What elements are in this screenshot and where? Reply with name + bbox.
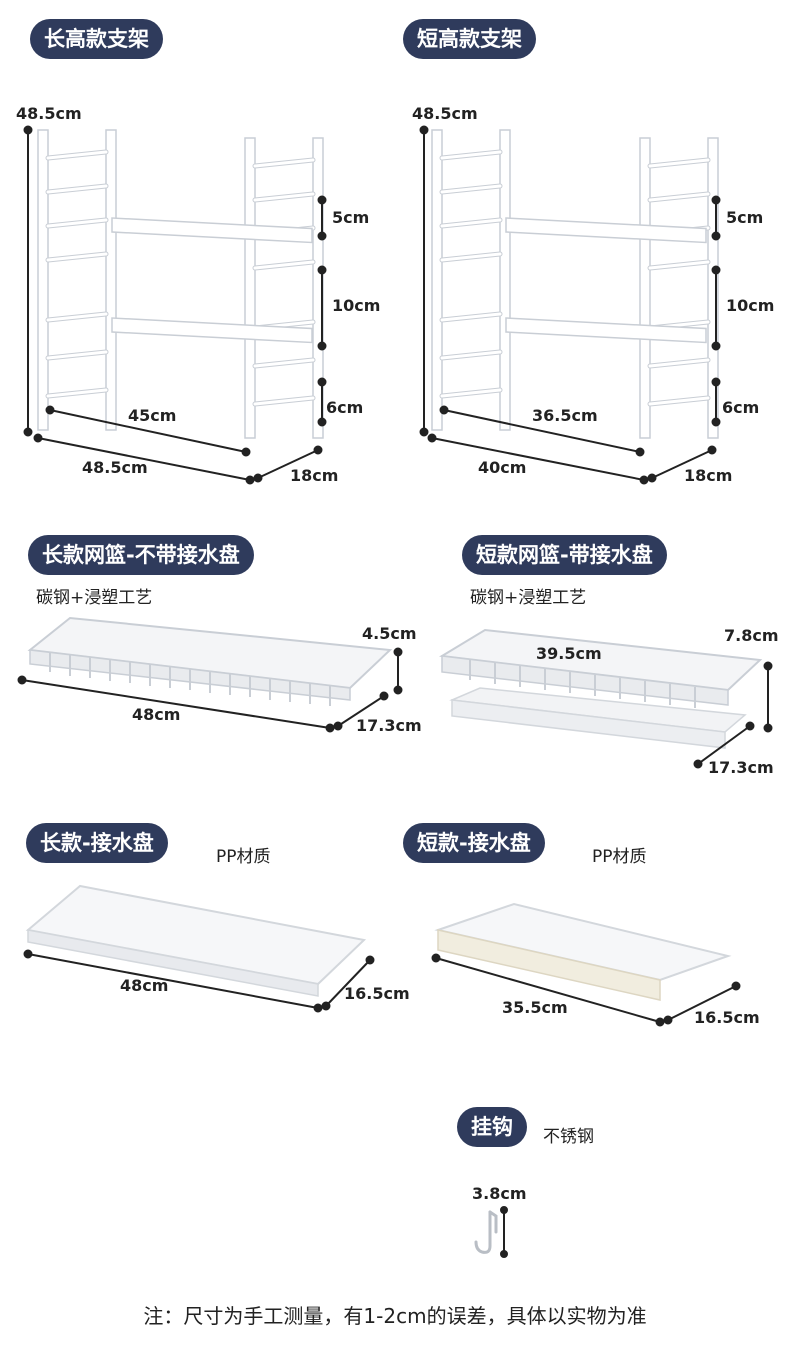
long-tray-title: 长款-接水盘 (26, 823, 168, 863)
long-tray-material: PP材质 (216, 847, 271, 867)
long-stand-illustration (23, 125, 327, 485)
short-stand-gap-top: 5cm (726, 208, 764, 227)
long-basket-depth: 17.3cm (356, 716, 422, 735)
long-basket-title: 长款网篮-不带接水盘 (28, 535, 254, 575)
hook-height: 3.8cm (472, 1184, 527, 1203)
short-basket-title: 短款网篮-带接水盘 (462, 535, 667, 575)
short-tray-length: 35.5cm (502, 998, 568, 1017)
short-basket-material: 碳钢+浸塑工艺 (470, 588, 587, 608)
long-stand-title: 长高款支架 (30, 19, 163, 59)
long-stand-gap-top: 5cm (332, 208, 370, 227)
footer-note: 注：尺寸为手工测量，有1-2cm的误差，具体以实物为准 (143, 1304, 647, 1328)
long-stand-outer-width: 48.5cm (82, 458, 148, 477)
short-basket-length: 39.5cm (536, 644, 602, 663)
short-tray-material: PP材质 (592, 847, 647, 867)
long-basket-illustration (17, 616, 403, 733)
short-stand-height: 48.5cm (412, 104, 478, 123)
hook-material: 不锈钢 (543, 1127, 594, 1147)
short-tray-title: 短款-接水盘 (403, 823, 545, 863)
long-stand-inner-width: 45cm (128, 406, 177, 425)
long-tray-depth: 16.5cm (344, 984, 410, 1003)
long-stand-gap-bottom: 6cm (326, 398, 364, 417)
short-basket-illustration (438, 628, 773, 769)
short-tray-depth: 16.5cm (694, 1008, 760, 1027)
short-stand-gap-bottom: 6cm (722, 398, 760, 417)
long-tray-length: 48cm (120, 976, 169, 995)
hook-illustration (474, 1206, 508, 1258)
long-stand-gap-mid: 10cm (332, 296, 381, 315)
long-stand-depth: 18cm (290, 466, 339, 485)
short-stand-illustration (419, 125, 721, 485)
long-basket-height: 4.5cm (362, 624, 417, 643)
short-stand-outer-width: 40cm (478, 458, 527, 477)
long-tray-illustration (23, 884, 375, 1013)
short-basket-height: 7.8cm (724, 626, 779, 645)
short-stand-depth: 18cm (684, 466, 733, 485)
short-tray-illustration (431, 902, 741, 1027)
short-stand-title: 短高款支架 (403, 19, 536, 59)
long-basket-material: 碳钢+浸塑工艺 (36, 588, 153, 608)
short-stand-gap-mid: 10cm (726, 296, 775, 315)
long-stand-height: 48.5cm (16, 104, 82, 123)
hook-title: 挂钩 (457, 1107, 527, 1147)
short-stand-inner-width: 36.5cm (532, 406, 598, 425)
short-basket-depth: 17.3cm (708, 758, 774, 777)
long-basket-length: 48cm (132, 705, 181, 724)
